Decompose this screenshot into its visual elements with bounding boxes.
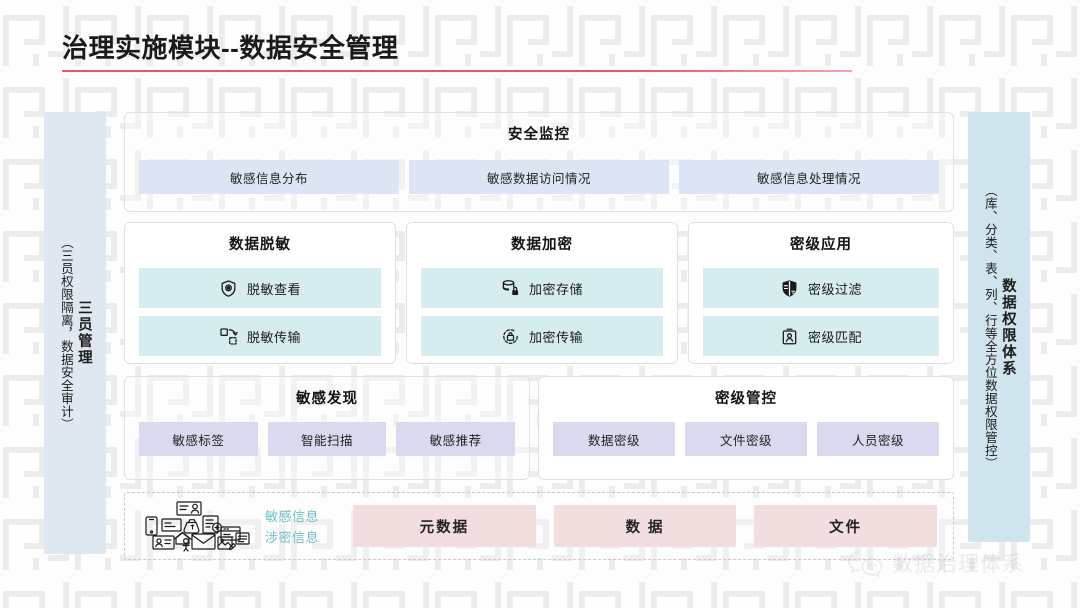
chip-sensitive-recommend[interactable]: 敏感推荐 — [396, 422, 516, 456]
page-header: 治理实施模块--数据安全管理 — [62, 32, 852, 72]
classification-application-list: 密级过滤 密级匹配 — [703, 268, 939, 356]
feature-label: 密级匹配 — [807, 329, 862, 345]
classification-control-card[interactable]: 密级管控 数据密级 文件密级 人员密级 — [538, 376, 954, 480]
data-desensitization-card[interactable]: 数据脱敏 脱敏查看 脱敏传 — [124, 222, 396, 364]
right-side-panel[interactable]: 数据权限体系 （库、分类、表、列、行等全方位数据权限管控） — [968, 112, 1030, 542]
database-lock-icon — [501, 279, 520, 298]
chip-person-classification[interactable]: 人员密级 — [817, 422, 939, 456]
sensitive-discovery-chip-row: 敏感标签 智能扫描 敏感推荐 — [139, 422, 516, 456]
left-panel-subtext: （三员权限隔离，数据安全审计） — [58, 235, 73, 431]
chip-sensitive-tag[interactable]: 敏感标签 — [139, 422, 258, 456]
sensitive-discovery-title: 敏感发现 — [296, 391, 358, 407]
classification-application-card[interactable]: 密级应用 密级过滤 — [688, 222, 954, 364]
feature-label: 脱敏查看 — [246, 281, 301, 297]
feature-label: 脱敏传输 — [246, 329, 301, 345]
security-monitor-chip-row: 敏感信息分布 敏感数据访问情况 敏感信息处理情况 — [139, 160, 939, 194]
left-panel-heading: 三员管理 — [75, 300, 92, 366]
data-encryption-card[interactable]: 数据加密 加密存储 — [406, 222, 678, 364]
data-encryption-list: 加密存储 加密传输 — [421, 268, 663, 356]
chip-data-classification[interactable]: 数据密级 — [553, 422, 675, 456]
feature-label: 加密存储 — [528, 281, 583, 297]
chip-sensitive-access[interactable]: 敏感数据访问情况 — [409, 160, 669, 194]
person-badge-icon — [780, 327, 799, 346]
label-sensitive-info: 敏感信息 — [265, 509, 320, 524]
data-desensitization-title: 数据脱敏 — [229, 237, 291, 253]
right-panel-subtext: （库、分类、表、列、行等全方位数据权限管控） — [982, 184, 997, 470]
feature-desensitized-transfer[interactable]: 脱敏传输 — [139, 316, 381, 356]
label-classified-info: 涉密信息 — [265, 530, 320, 545]
data-desensitization-list: 脱敏查看 脱敏传输 — [139, 268, 381, 356]
data-source-chip-row: 元数据 数 据 文件 — [353, 505, 937, 547]
sensitive-discovery-card[interactable]: 敏感发现 敏感标签 智能扫描 敏感推荐 — [124, 376, 530, 480]
chip-data[interactable]: 数 据 — [553, 505, 737, 547]
feature-encrypted-storage[interactable]: 加密存储 — [421, 268, 663, 308]
title-underline — [62, 69, 852, 72]
wechat-icon — [846, 549, 886, 577]
data-encryption-title: 数据加密 — [511, 237, 573, 253]
classification-control-chip-row: 数据密级 文件密级 人员密级 — [553, 422, 939, 456]
left-side-panel[interactable]: 三员管理 （三员权限隔离，数据安全审计） — [44, 112, 106, 554]
feature-label: 密级过滤 — [807, 281, 862, 297]
security-monitor-title: 安全监控 — [508, 127, 570, 143]
chip-metadata[interactable]: 元数据 — [353, 505, 536, 547]
feature-label: 加密传输 — [528, 329, 583, 345]
security-monitor-card[interactable]: 安全监控 敏感信息分布 敏感数据访问情况 敏感信息处理情况 — [124, 112, 954, 212]
watermark: 数据治理体系 — [846, 548, 1024, 578]
feature-encrypted-transfer[interactable]: 加密传输 — [421, 316, 663, 356]
chip-file-classification[interactable]: 文件密级 — [685, 422, 807, 456]
classification-application-title: 密级应用 — [790, 237, 852, 253]
right-panel-heading: 数据权限体系 — [999, 277, 1016, 377]
watermark-text: 数据治理体系 — [892, 553, 1024, 576]
feature-desensitized-view[interactable]: 脱敏查看 — [139, 268, 381, 308]
feature-classification-match[interactable]: 密级匹配 — [703, 316, 939, 356]
chip-sensitive-processing[interactable]: 敏感信息处理情况 — [679, 160, 939, 194]
data-source-labels: 敏感信息 涉密信息 — [265, 506, 319, 546]
page-title: 治理实施模块--数据安全管理 — [62, 33, 399, 63]
chip-file[interactable]: 文件 — [754, 505, 937, 547]
information-assets-icon-cluster — [143, 500, 251, 552]
shield-filter-icon — [780, 279, 799, 298]
chip-smart-scan[interactable]: 智能扫描 — [267, 422, 387, 456]
circle-lock-icon — [501, 327, 520, 346]
transform-transfer-icon — [219, 327, 238, 346]
classification-control-title: 密级管控 — [715, 391, 777, 407]
data-source-band: 敏感信息 涉密信息 元数据 数 据 文件 — [124, 492, 954, 560]
chip-sensitive-distribution[interactable]: 敏感信息分布 — [139, 160, 399, 194]
shield-eye-icon — [219, 279, 238, 298]
feature-classification-filter[interactable]: 密级过滤 — [703, 268, 939, 308]
